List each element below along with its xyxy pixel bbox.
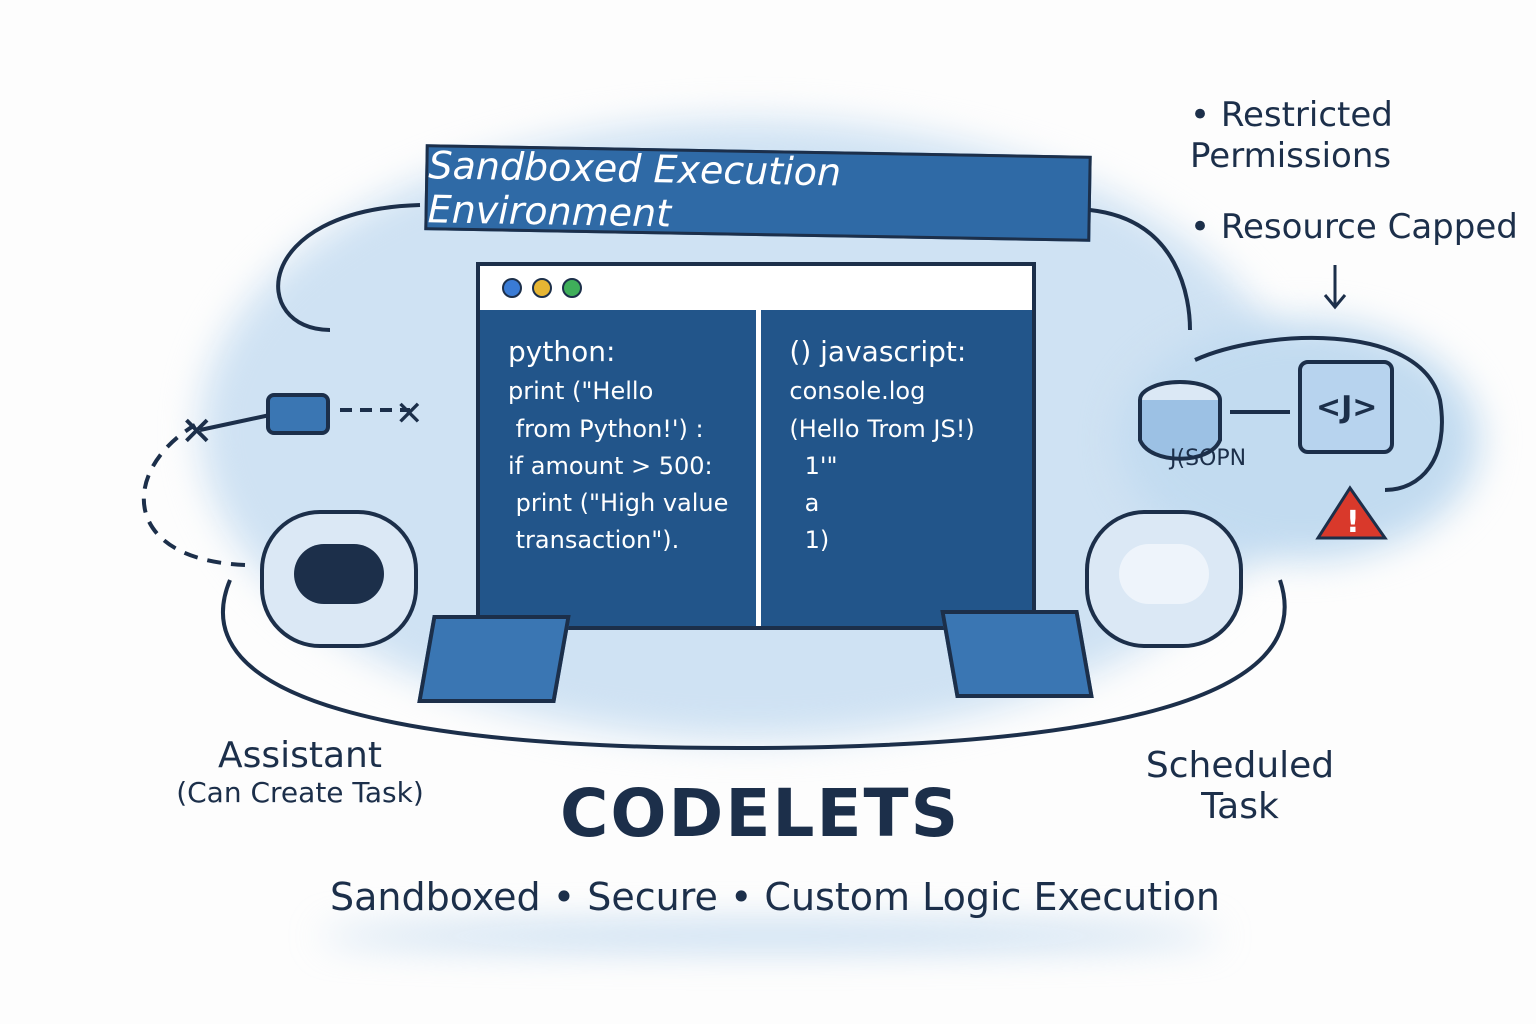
main-title: CODELETS [560,775,961,852]
arrow-down-icon [1323,265,1347,310]
json-label: J(SOPN [1170,446,1247,471]
code-line: console.log [789,377,926,406]
code-line: print ("Hello [508,377,654,406]
bottom-wash [320,925,1220,947]
python-pane: python: print ("Hello from Python!') : if … [480,310,756,626]
code-line: 1'" [789,451,838,480]
laptop-icon [940,610,1094,698]
code-line: if amount > 500: [508,451,713,480]
python-header: python: [508,335,616,368]
javascript-pane: () javascript: console.log (Hello Trom JS!… [756,310,1032,626]
plug-icon [266,393,330,435]
code-line: (Hello Trom JS!) [789,414,975,443]
warning-triangle-icon [1315,485,1388,540]
window-dot-yellow [532,278,552,298]
tagline: Sandboxed • Secure • Custom Logic Execut… [330,875,1220,919]
code-line: print ("High value [508,488,729,517]
window-titlebar [480,266,1032,310]
code-line: a [789,488,820,517]
scheduled-task-label: Scheduled Task [1140,745,1340,827]
window-dot-green [562,278,582,298]
x-mark-icon: ✕ [180,409,214,455]
code-window: python: print ("Hello from Python!') : if … [476,262,1036,630]
scheduled-name: Scheduled [1145,745,1335,786]
scheduled-name-line2: Task [1201,786,1279,827]
dashed-connection [141,423,246,567]
constraint-label: Resource Capped [1220,206,1518,247]
code-line: 1) [789,526,830,555]
javascript-header: () javascript: [789,335,967,368]
laptop-icon [417,615,571,703]
js-icon-label: <J> [1316,390,1378,425]
assistant-label: Assistant (Can Create Task) [170,735,430,809]
assistant-name: Assistant [217,735,382,776]
code-line: from Python!') : [508,414,704,443]
assistant-subtitle: (Can Create Task) [176,776,424,809]
assistant-robot [260,510,418,648]
window-dot-blue [502,278,522,298]
js-file-icon [1298,360,1394,454]
code-line: transaction"). [508,526,680,555]
scheduled-task-robot [1085,510,1243,648]
constraint-label: Restricted Permissions [1190,95,1393,176]
constraint-item: • Restricted Permissions [1190,95,1393,176]
robot-face [294,544,384,604]
robot-face [1119,544,1209,604]
svg-text:!: ! [1346,505,1360,540]
x-mark-icon: ✕ [395,394,424,434]
constraint-item: • Resource Capped [1190,206,1518,247]
constraint-list: • Restricted Permissions • Resource Capp… [1190,95,1518,247]
